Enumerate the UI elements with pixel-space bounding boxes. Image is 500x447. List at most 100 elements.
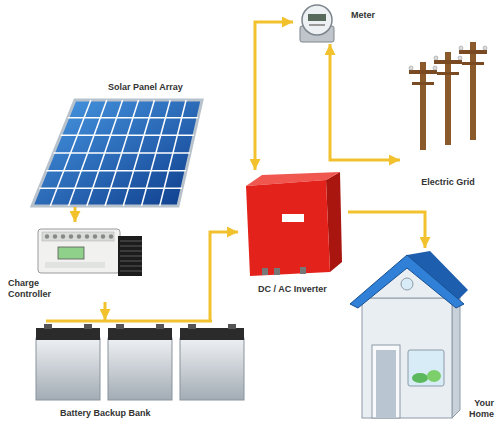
battery-illustration-part	[36, 328, 100, 340]
charge-controller-illustration-part-part	[101, 234, 105, 238]
power-pole-illustration-part	[409, 46, 487, 70]
house-illustration	[350, 251, 468, 418]
house-illustration-part	[452, 293, 460, 418]
house-illustration-part	[372, 345, 400, 418]
power-pole-illustration-part-part	[434, 56, 438, 60]
power-pole-illustration-part	[437, 72, 459, 75]
solar-panel-illustration-part-part	[105, 100, 139, 206]
charge-controller-illustration-part-part	[69, 234, 73, 238]
house-illustration-part	[408, 350, 444, 386]
solar-panel-illustration-part-part	[50, 100, 91, 206]
inverter-illustration-part	[262, 268, 268, 275]
power-pole-illustration-part-part	[459, 46, 463, 50]
solar-panel-illustration-part-part	[123, 100, 154, 206]
power-pole-illustration-part	[462, 62, 484, 65]
component-label: Solar Panel Array	[108, 82, 208, 93]
battery-illustration	[36, 321, 244, 400]
inverter-illustration	[246, 172, 342, 276]
charge-controller-illustration-part	[120, 241, 142, 271]
utility-meter: Meter	[293, 4, 388, 44]
charge-controller-illustration-part-part	[120, 256, 142, 257]
battery-illustration-part	[180, 328, 244, 340]
meter-illustration-part	[302, 5, 332, 35]
charge-controller-illustration-part-part	[85, 234, 89, 238]
power-flow-arrow	[74, 207, 77, 222]
house-illustration-part	[401, 278, 413, 290]
power-pole-illustration-part-part	[433, 66, 437, 70]
solar-panel-illustration-part	[39, 100, 198, 206]
house-illustration-part	[412, 373, 428, 383]
solar-panel-illustration-part	[32, 100, 202, 206]
solar-panel-array: Solar Panel Array	[30, 80, 205, 207]
meter-illustration-part	[309, 24, 325, 26]
dc-ac-inverter: DC / AC Inverter	[238, 170, 348, 300]
house-illustration-part	[427, 370, 441, 382]
power-pole-illustration-part	[470, 42, 476, 140]
charge-controller-illustration-part-part	[45, 234, 49, 238]
charge-controller-illustration-part-part	[109, 234, 113, 238]
charge-controller-illustration-part-part	[120, 241, 142, 242]
electric-grid: Electric Grid	[400, 25, 495, 200]
battery-illustration-part	[108, 328, 172, 340]
charge-controller-illustration-part-part	[77, 234, 81, 238]
charge-controller-illustration-part-part	[120, 246, 142, 247]
component-label: Charge Controller	[8, 278, 64, 300]
battery-illustration-part	[180, 338, 244, 400]
battery-illustration-part	[188, 324, 196, 329]
power-flow-arrow	[210, 232, 238, 320]
charge-controller-illustration-part-part	[61, 234, 65, 238]
power-pole-illustration-part	[445, 52, 451, 145]
component-label: Electric Grid	[420, 177, 476, 188]
solar-panel-illustration	[32, 100, 202, 206]
charge-controller-illustration-part	[118, 236, 142, 276]
power-flow-arrow	[104, 302, 107, 320]
home: Your Home	[345, 248, 496, 428]
solar-panel-illustration-part-part	[87, 100, 123, 206]
battery-illustration-part	[108, 338, 172, 400]
power-pole-illustration-part	[409, 70, 437, 74]
meter-illustration-part	[308, 14, 326, 21]
battery-illustration-part	[46, 320, 212, 323]
inverter-illustration-part	[282, 214, 304, 222]
battery-illustration-part	[116, 324, 124, 329]
charge-controller-illustration	[38, 229, 142, 276]
battery-illustration-part	[156, 324, 164, 329]
charge-controller-illustration-part-part	[120, 271, 142, 272]
charge-controller: Charge Controller	[8, 222, 143, 302]
charge-controller-illustration-part-part	[120, 261, 142, 262]
solar-panel-illustration-part-part	[142, 100, 171, 206]
power-pole-illustration-part-part	[409, 66, 413, 70]
charge-controller-illustration-part-part	[120, 266, 142, 267]
power-pole-illustration-part-part	[483, 46, 487, 50]
meter-illustration	[300, 5, 334, 42]
house-illustration-part	[350, 255, 464, 308]
component-label: Meter	[351, 10, 387, 21]
solar-panel-illustration-part-part	[160, 100, 186, 206]
charge-controller-illustration-part-part	[120, 251, 142, 252]
charge-controller-illustration-part	[45, 234, 113, 238]
charge-controller-illustration-part	[42, 232, 114, 241]
battery-illustration-part	[44, 324, 52, 329]
house-illustration-part	[407, 251, 468, 302]
charge-controller-illustration-part	[38, 229, 120, 273]
solar-panel-illustration-part-part	[69, 100, 107, 206]
power-pole-illustration-part	[434, 60, 462, 64]
charge-controller-illustration-part-part	[53, 234, 57, 238]
power-pole-illustration-part	[412, 82, 434, 85]
component-label: DC / AC Inverter	[258, 284, 348, 295]
power-flow-arrow	[330, 44, 400, 160]
battery-illustration-part	[228, 324, 236, 329]
power-flow-arrow	[255, 22, 293, 170]
power-flow-arrow	[348, 212, 425, 248]
inverter-illustration-part	[300, 267, 306, 274]
battery-illustration-part	[36, 338, 100, 400]
house-illustration-part	[376, 350, 396, 418]
power-pole-illustration-part-part	[458, 56, 462, 60]
component-label: Battery Backup Bank	[60, 408, 200, 419]
battery-backup-bank: Battery Backup Bank	[25, 320, 250, 425]
charge-controller-illustration-part	[45, 262, 105, 268]
charge-controller-illustration-part	[58, 247, 84, 259]
